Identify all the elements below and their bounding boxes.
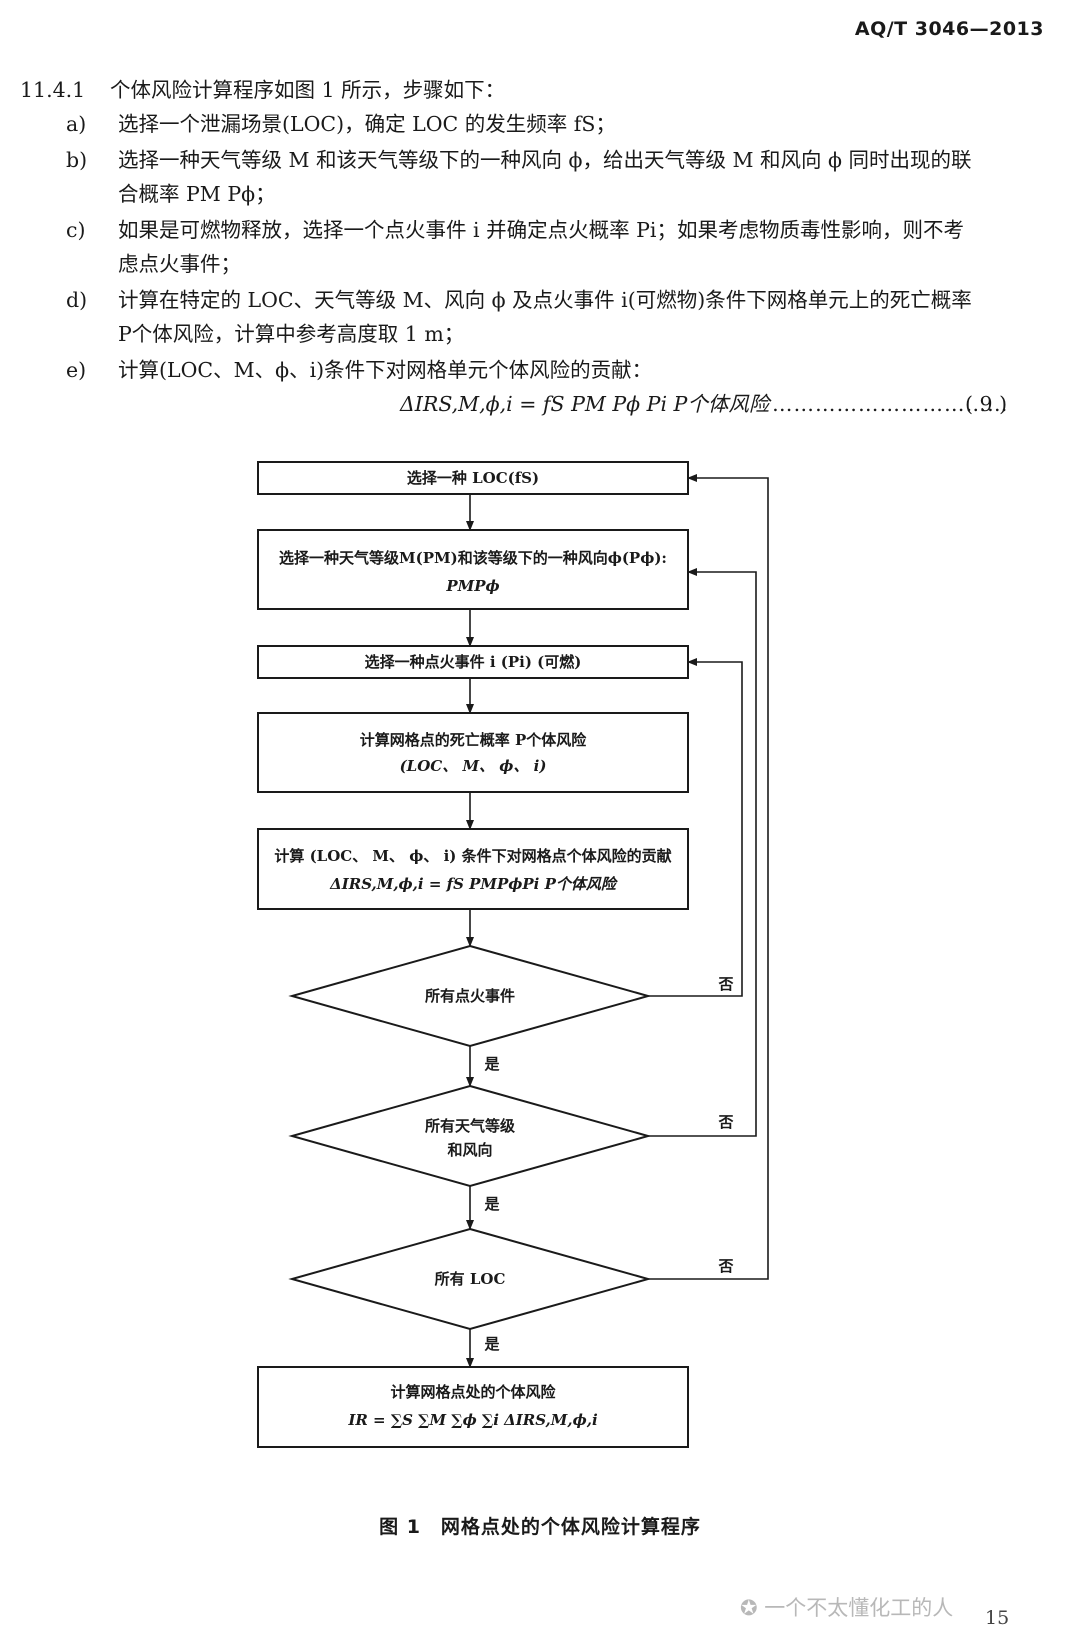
flow-text-contribution: 计算 (LOC、 M、 ϕ、 i) 条件下对网格点个体风险的贡献 xyxy=(274,847,672,865)
step-b-row: b) 选择一种天气等级 M 和该天气等级下的一种风向 ϕ，给出天气等级 M 和风… xyxy=(0,144,1080,177)
step-mark: d) xyxy=(66,288,88,312)
flow-text-all-loc: 所有 LOC xyxy=(434,1270,506,1288)
step-mark: c) xyxy=(66,218,86,242)
step-c-row: c) 如果是可燃物释放，选择一个点火事件 i 并确定点火概率 Pi；如果考虑物质… xyxy=(0,214,1080,247)
equation-row: ΔIRS,M,ϕ,i = fS PM Pϕ Pi P个体风险 ………………………… xyxy=(0,388,1080,421)
flow-label-yes: 是 xyxy=(484,1055,500,1073)
clause-number: 11.4.1 xyxy=(20,78,86,102)
flow-box-individual-risk xyxy=(257,1366,689,1448)
flow-loop-loc xyxy=(648,474,769,1280)
wechat-icon: ✪ xyxy=(740,1596,758,1620)
flow-label-no: 否 xyxy=(718,1257,734,1275)
step-mark: a) xyxy=(66,112,87,136)
step-b-row-2: 合概率 PM Pϕ； xyxy=(0,178,1080,211)
flow-loop-weather xyxy=(648,568,757,1137)
flow-label-no: 否 xyxy=(718,975,734,993)
flow-text-select-weather: 选择一种天气等级M(PM)和该等级下的一种风向ϕ(Pϕ): xyxy=(279,549,667,567)
flow-text-contribution-formula: ΔIRS,M,ϕ,i = fS PMPϕPi P个体风险 xyxy=(330,875,616,893)
step-text: 选择一种天气等级 M 和该天气等级下的一种风向 ϕ，给出天气等级 M 和风向 ϕ… xyxy=(118,148,972,172)
step-text: 计算在特定的 LOC、天气等级 M、风向 ϕ 及点火事件 i(可燃物)条件下网格… xyxy=(118,288,972,312)
flow-text-individual-risk: 计算网格点处的个体风险 xyxy=(390,1383,556,1401)
step-text: 合概率 PM Pϕ； xyxy=(118,182,276,206)
flow-loop-ignition xyxy=(648,658,743,997)
clause-intro: 个体风险计算程序如图 1 所示，步骤如下： xyxy=(110,78,506,102)
step-c-row-2: 虑点火事件； xyxy=(0,248,1080,281)
flow-text-risk-sum: IR = ∑S ∑M ∑ϕ ∑i ΔIRS,M,ϕ,i xyxy=(348,1411,598,1429)
flow-text-conditions: (LOC、 M、 ϕ、 i) xyxy=(399,757,547,775)
step-text: 选择一个泄漏场景(LOC)，确定 LOC 的发生频率 fS； xyxy=(118,112,616,136)
clause-intro-row: 11.4.1 个体风险计算程序如图 1 所示，步骤如下： xyxy=(0,74,1080,107)
step-d-row: d) 计算在特定的 LOC、天气等级 M、风向 ϕ 及点火事件 i(可燃物)条件… xyxy=(0,284,1080,317)
flow-label-yes: 是 xyxy=(484,1335,500,1353)
equation-number: ( 9 ) xyxy=(965,392,1008,416)
equation: ΔIRS,M,ϕ,i = fS PM Pϕ Pi P个体风险 xyxy=(400,392,770,416)
step-mark: e) xyxy=(66,358,87,382)
step-text: 计算(LOC、M、ϕ、i)条件下对网格单元个体风险的贡献： xyxy=(118,358,653,382)
standard-code: AQ/T 3046—2013 xyxy=(854,18,1044,40)
step-text: P个体风险，计算中参考高度取 1 m； xyxy=(118,322,465,346)
step-e-row: e) 计算(LOC、M、ϕ、i)条件下对网格单元个体风险的贡献： xyxy=(0,354,1080,387)
step-mark: b) xyxy=(66,148,88,172)
watermark: ✪ 一个不太懂化工的人 xyxy=(740,1592,953,1622)
equation-leader: …………………………… xyxy=(772,392,1009,416)
step-d-row-2: P个体风险，计算中参考高度取 1 m； xyxy=(0,318,1080,351)
flow-text-all-weather: 所有天气等级 xyxy=(424,1117,515,1135)
flow-label-yes: 是 xyxy=(484,1195,500,1213)
watermark-text: 一个不太懂化工的人 xyxy=(764,1596,954,1620)
page-number: 15 xyxy=(985,1607,1010,1629)
flow-text-select-loc: 选择一种 LOC(fS) xyxy=(406,469,540,487)
flow-text-and-wind: 和风向 xyxy=(447,1141,493,1159)
flow-box-contribution xyxy=(257,828,689,910)
flow-box-death-probability xyxy=(257,712,689,793)
flow-text-joint-probability: PMPϕ xyxy=(446,577,500,595)
flow-text-select-ignition: 选择一种点火事件 i (Pi) (可燃) xyxy=(364,653,582,671)
step-text: 虑点火事件； xyxy=(118,252,241,276)
figure-caption: 图 1 网格点处的个体风险计算程序 xyxy=(379,1516,701,1538)
flow-label-no: 否 xyxy=(718,1113,734,1131)
flow-text-all-ignition: 所有点火事件 xyxy=(424,987,515,1005)
flow-text-death-probability: 计算网格点的死亡概率 P个体风险 xyxy=(359,731,587,749)
step-a-row: a) 选择一个泄漏场景(LOC)，确定 LOC 的发生频率 fS； xyxy=(0,108,1080,141)
step-text: 如果是可燃物释放，选择一个点火事件 i 并确定点火概率 Pi；如果考虑物质毒性影… xyxy=(118,218,964,242)
